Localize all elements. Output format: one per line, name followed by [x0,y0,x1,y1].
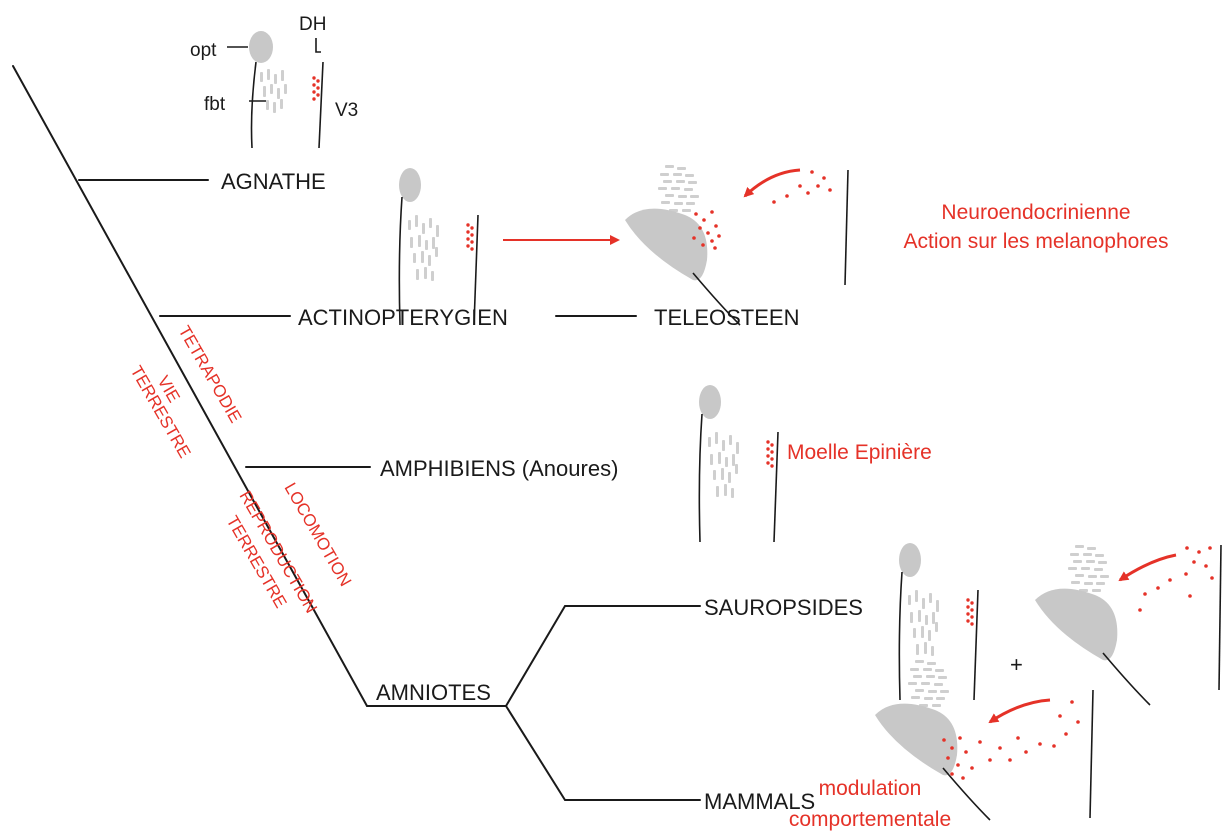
fbt-label: fbt [204,94,226,115]
v3-label: V3 [335,100,358,121]
taxon-amniotes: AMNIOTES [376,680,491,705]
plus-sign: + [1010,652,1023,677]
taxon-teleosteen: TELEOSTEEN [654,305,799,330]
branch-mammals [506,706,700,800]
mammal-function-line1: modulation [819,777,922,800]
dh-label: DH [299,14,326,35]
opt-bulb [249,31,273,63]
mammal-function-line2: comportementale [789,808,951,831]
sauropsid-schematic-complex [1035,545,1221,705]
taxon-agnathe: AGNATHE [221,169,326,194]
v3-cells [312,76,319,100]
branch-sauropsides [506,606,700,706]
key-schematic: opt DH fbt V3 [190,14,358,148]
note-tetrapodie: TETRAPODIE [175,323,246,427]
taxon-amphibiens: AMPHIBIENS (Anoures) [380,456,618,481]
taxon-sauropsides: SAUROPSIDES [704,595,863,620]
taxon-actinopterygien: ACTINOPTERYGIEN [298,305,508,330]
mammal-cells [942,700,1080,780]
amphibian-schematic [699,385,778,542]
phylogenetic-tree [13,66,700,800]
opt-label: opt [190,40,217,61]
teleost-function-line2: Action sur les melanophores [904,230,1169,253]
actino-schematic [399,168,478,325]
teleost-schematic [625,165,848,325]
fbt-fibers [260,69,287,113]
teleost-function-line1: Neuroendocrinienne [941,201,1130,224]
amphibian-function: Moelle Epinière [787,441,932,464]
